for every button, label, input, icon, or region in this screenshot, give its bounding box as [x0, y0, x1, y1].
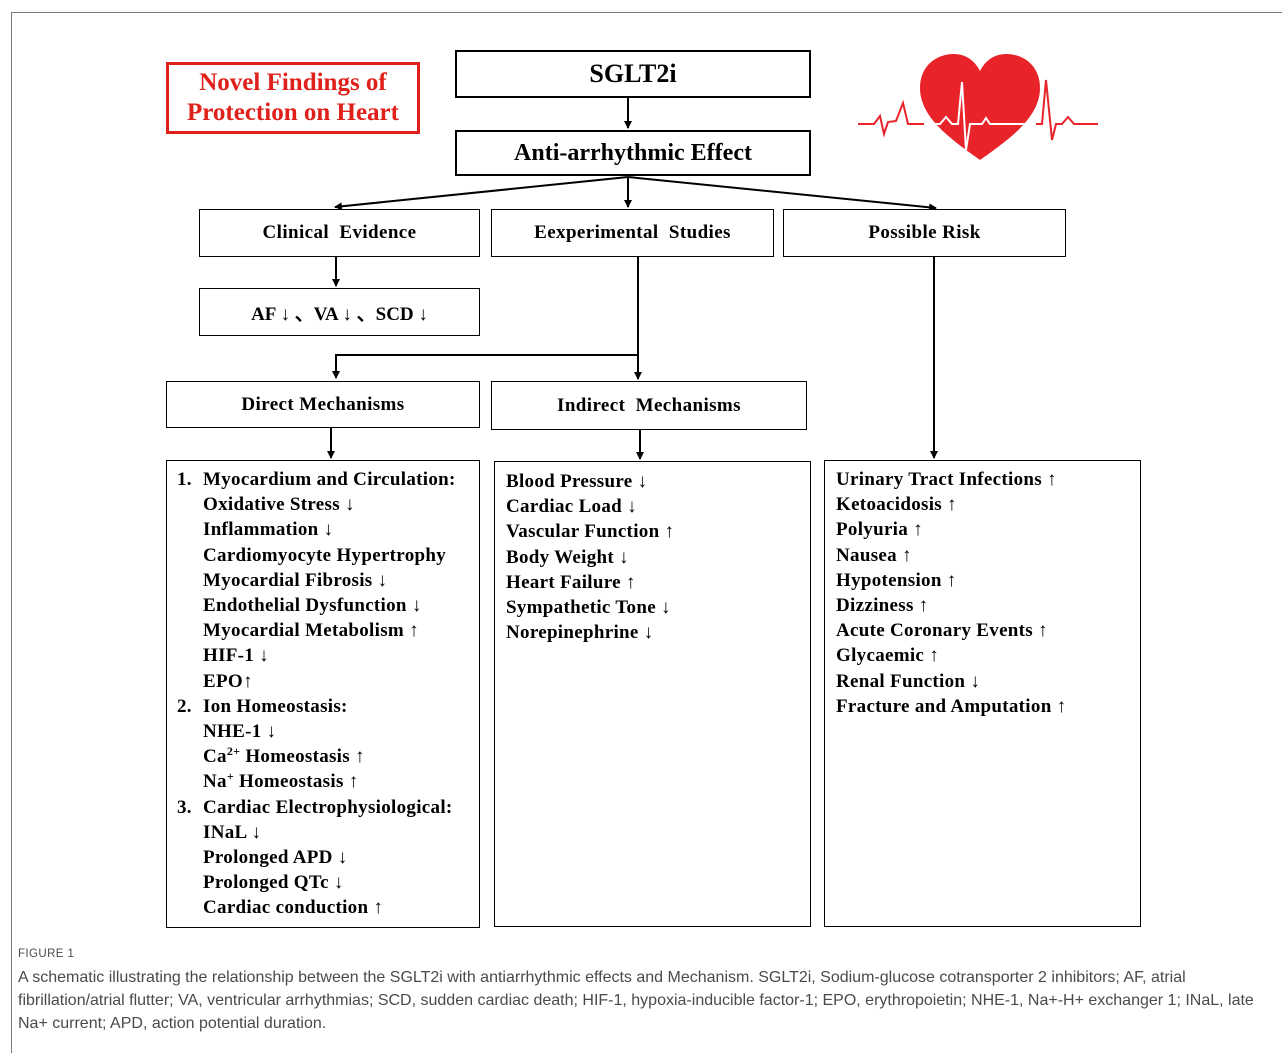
- list-item: Fracture and Amputation ↑: [836, 695, 1067, 717]
- calcium-label: Homeostasis ↑: [240, 746, 365, 768]
- list-item: Cardiomyocyte Hypertrophy: [203, 544, 447, 566]
- indirect-mechanisms-box: Indirect Mechanisms: [491, 381, 807, 430]
- list-item: Blood Pressure ↓: [506, 471, 648, 492]
- badge-line-2: Protection on Heart: [187, 99, 399, 126]
- ecg-trace-inside: [924, 81, 1036, 151]
- list-item: Acute Coronary Events ↑: [836, 620, 1048, 642]
- possible-risk-box: Possible Risk: [783, 209, 1066, 257]
- direct-mechanisms-list: 1. Myocardium and Circulation: Oxidative…: [166, 460, 480, 928]
- section-title: Cardiac Electrophysiological:: [203, 796, 453, 818]
- section-heading: 2. Ion Homeostasis:: [177, 694, 479, 719]
- clinical-evidence-box: Clinical Evidence: [199, 209, 480, 257]
- list-item: Oxidative Stress ↓: [203, 494, 355, 516]
- section-title: Ion Homeostasis:: [203, 695, 348, 717]
- direct-mechanisms-box: Direct Mechanisms: [166, 381, 480, 428]
- list-item: Prolonged QTc ↓: [203, 872, 344, 894]
- sglt2i-box: SGLT2i: [455, 50, 811, 98]
- list-item: Polyuria ↑: [836, 519, 923, 541]
- section-number: 1.: [177, 469, 192, 490]
- list-item-calcium: Ca2+ Homeostasis ↑: [177, 744, 479, 769]
- list-item: Inflammation ↓: [203, 519, 334, 541]
- figure-label: FIGURE 1: [18, 948, 75, 960]
- arrow-effect-to-clinical: [334, 176, 629, 211]
- list-item: Ketoacidosis ↑: [836, 494, 957, 516]
- sodium-symbol: Na: [203, 771, 227, 793]
- badge-line-1: Novel Findings of: [199, 69, 387, 96]
- list-item: Prolonged APD ↓: [203, 847, 348, 869]
- list-item: Cardiac conduction ↑: [203, 897, 384, 919]
- experimental-studies-box: Eexperimental Studies: [491, 209, 774, 257]
- list-item-sodium: Na+ Homeostasis ↑: [177, 769, 479, 794]
- heart-shape: [920, 54, 1040, 160]
- list-item: Sympathetic Tone ↓: [506, 597, 671, 619]
- indirect-mechanisms-list: Blood Pressure ↓ Cardiac Load ↓ Vascular…: [494, 461, 811, 927]
- figure-frame: [11, 12, 1282, 1053]
- ecg-trace-left: [858, 99, 924, 138]
- list-item: Glycaemic ↑: [836, 645, 940, 667]
- anti-arrhythmic-effect-box: Anti-arrhythmic Effect: [455, 130, 811, 176]
- list-item: Renal Function ↓: [836, 670, 981, 692]
- heart-ecg-icon: [858, 54, 1098, 160]
- section-number: 3.: [177, 796, 192, 818]
- list-item: Endothelial Dysfunction ↓: [203, 595, 422, 617]
- list-item: HIF-1 ↓: [203, 645, 269, 667]
- list-item: Body Weight ↓: [506, 546, 629, 568]
- section-title: Myocardium and Circulation:: [203, 469, 456, 490]
- list-item: Norepinephrine ↓: [506, 622, 654, 644]
- calcium-symbol: Ca: [203, 746, 227, 768]
- list-item: Myocardial Metabolism ↑: [203, 620, 419, 642]
- list-item: Nausea ↑: [836, 544, 912, 566]
- list-item: NHE-1 ↓: [203, 721, 277, 743]
- list-item: INaL ↓: [203, 821, 262, 843]
- list-item: Vascular Function ↑: [506, 521, 675, 543]
- connector-arrows: [327, 54, 1098, 460]
- ecg-trace-right: [1036, 79, 1098, 141]
- sodium-charge: +: [226, 769, 234, 784]
- arrow-experimental-to-direct: [332, 257, 639, 379]
- section-heading: 1. Myocardium and Circulation:: [177, 467, 479, 492]
- section-heading: 3. Cardiac Electrophysiological:: [177, 795, 479, 820]
- calcium-charge: 2+: [226, 744, 241, 759]
- list-item: Cardiac Load ↓: [506, 496, 637, 518]
- figure-caption: A schematic illustrating the relationshi…: [18, 969, 1254, 1032]
- sodium-label: Homeostasis ↑: [233, 771, 359, 793]
- clinical-outcome-box: AF ↓ 、VA ↓ 、SCD ↓: [199, 288, 480, 336]
- possible-risk-list: Urinary Tract Infections ↑ Ketoacidosis …: [824, 460, 1141, 927]
- list-item: Dizziness ↑: [836, 595, 929, 617]
- arrow-effect-to-risk: [627, 176, 937, 212]
- novel-findings-badge: Novel Findings of Protection on Heart: [166, 62, 420, 134]
- list-item: Urinary Tract Infections ↑: [836, 469, 1057, 490]
- list-item: Myocardial Fibrosis ↓: [203, 569, 388, 591]
- section-number: 2.: [177, 695, 192, 717]
- list-item: Hypotension ↑: [836, 569, 957, 591]
- list-item: EPO↑: [203, 670, 253, 692]
- list-item: Heart Failure ↑: [506, 571, 636, 593]
